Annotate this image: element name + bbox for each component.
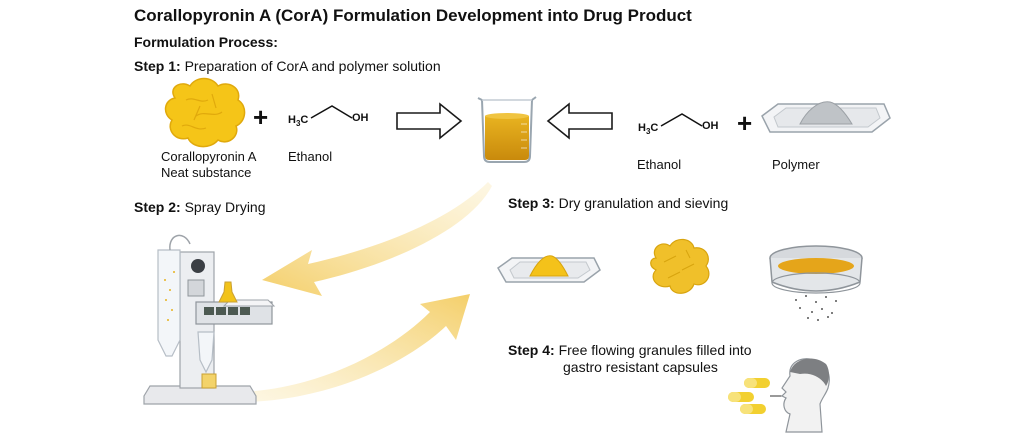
chem-h3c-right: H3C xyxy=(638,122,658,136)
step-4-text-line2: gastro resistant capsules xyxy=(563,359,718,375)
step-2: Step 2: Spray Drying xyxy=(134,199,266,216)
ethanol-label-left: Ethanol xyxy=(288,149,333,164)
page-title: Corallopyronin A (CorA) Formulation Deve… xyxy=(134,6,692,25)
granulate-boat-icon xyxy=(497,255,601,283)
capsules-icon xyxy=(728,378,790,414)
chem-sub-3: 3 xyxy=(645,127,651,137)
polymer-label: Polymer xyxy=(772,157,820,172)
step-4-label: Step 4: xyxy=(508,342,555,358)
step-2-text: Spray Drying xyxy=(184,199,266,215)
cora-label-line1: Corallopyronin A xyxy=(161,149,257,164)
chem-sub-3: 3 xyxy=(295,119,301,129)
step-3-label: Step 3: xyxy=(508,195,555,211)
step-1-label: Step 1: xyxy=(134,58,181,74)
chem-oh-left: OH xyxy=(352,112,369,124)
step-1: Step 1: Preparation of CorA and polymer … xyxy=(134,58,441,75)
plus-sign-right: + xyxy=(737,108,753,138)
chem-h3c-left: H3C xyxy=(288,114,308,128)
polymer-boat-icon xyxy=(761,101,891,133)
chem-c: C xyxy=(650,122,659,134)
cora-substance-icon xyxy=(164,77,246,148)
chem-h: H xyxy=(288,114,296,126)
step-1-text: Preparation of CorA and polymer solution xyxy=(184,58,441,74)
outline-arrow-left xyxy=(546,102,613,140)
page-subtitle: Formulation Process: xyxy=(134,34,278,50)
chem-c: C xyxy=(300,114,309,126)
step-4: Step 4: Free flowing granules filled int… xyxy=(508,342,752,359)
spray-dryer-icon xyxy=(143,234,276,405)
step-2-label: Step 2: xyxy=(134,199,181,215)
ethanol-label-right: Ethanol xyxy=(637,157,682,172)
plus-sign-left: + xyxy=(253,102,269,132)
step-3: Step 3: Dry granulation and sieving xyxy=(508,195,728,212)
beaker-solution-icon xyxy=(477,96,537,163)
process-arrow-to-granulation xyxy=(242,294,470,402)
cora-label-line2: Neat substance xyxy=(161,165,252,180)
chem-oh-right: OH xyxy=(702,120,719,132)
ethanol-structure-right xyxy=(660,113,703,127)
ethanol-structure-left xyxy=(310,105,353,119)
step-4-text: Free flowing granules filled into xyxy=(558,342,752,358)
granules-icon xyxy=(650,238,710,294)
chem-h: H xyxy=(638,122,646,134)
sieve-icon xyxy=(769,245,863,321)
process-arrow-to-spray-dryer xyxy=(262,182,492,296)
patient-head-icon xyxy=(780,358,830,433)
step-3-text: Dry granulation and sieving xyxy=(558,195,729,211)
outline-arrow-right xyxy=(396,102,463,140)
